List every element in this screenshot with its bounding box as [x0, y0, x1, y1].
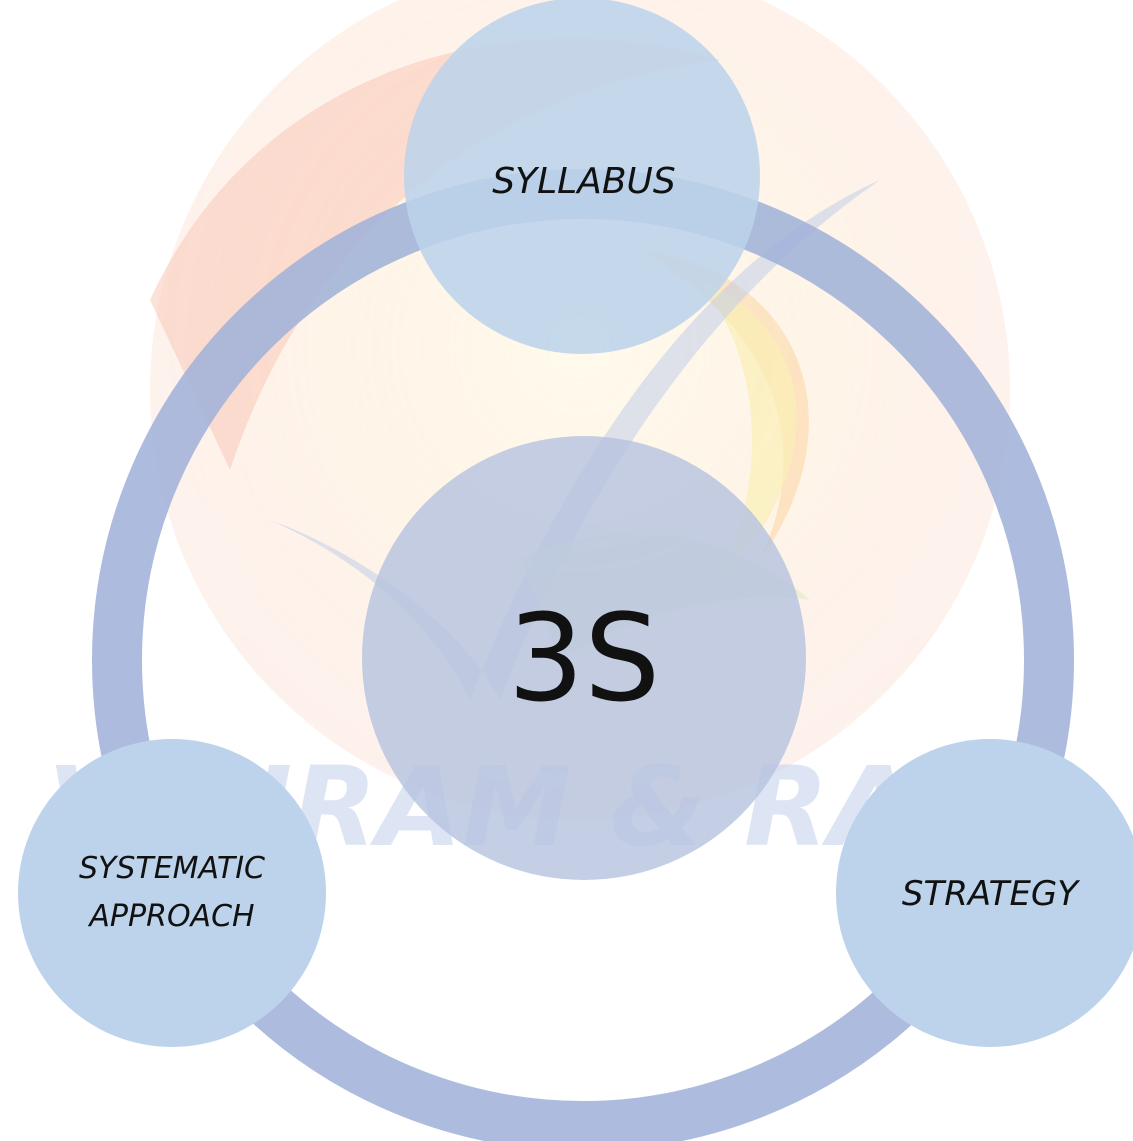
watermark-swoosh-orange: [640, 250, 809, 560]
watermark-swoosh-yellow: [700, 280, 797, 580]
node-strategy-label: STRATEGY: [902, 874, 1080, 914]
node-systematic-approach-label-line2: APPROACH: [87, 899, 254, 934]
node-syllabus: SYLLABUS: [404, 0, 760, 354]
watermark-swoosh-red: [150, 38, 720, 470]
watermark-checkmark: [270, 180, 880, 700]
node-syllabus-label: SYLLABUS: [492, 161, 675, 202]
center-node-circle: [362, 436, 806, 880]
center-node-label: 3S: [508, 590, 661, 729]
node-systematic-approach: SYSTEMATIC APPROACH: [18, 739, 326, 1047]
node-strategy: STRATEGY: [836, 739, 1133, 1047]
node-systematic-approach-circle: [18, 739, 326, 1047]
node-strategy-circle: [836, 739, 1133, 1047]
center-node: 3S: [362, 436, 806, 880]
node-systematic-approach-label-line1: SYSTEMATIC: [79, 851, 265, 886]
node-syllabus-circle: [404, 0, 760, 354]
